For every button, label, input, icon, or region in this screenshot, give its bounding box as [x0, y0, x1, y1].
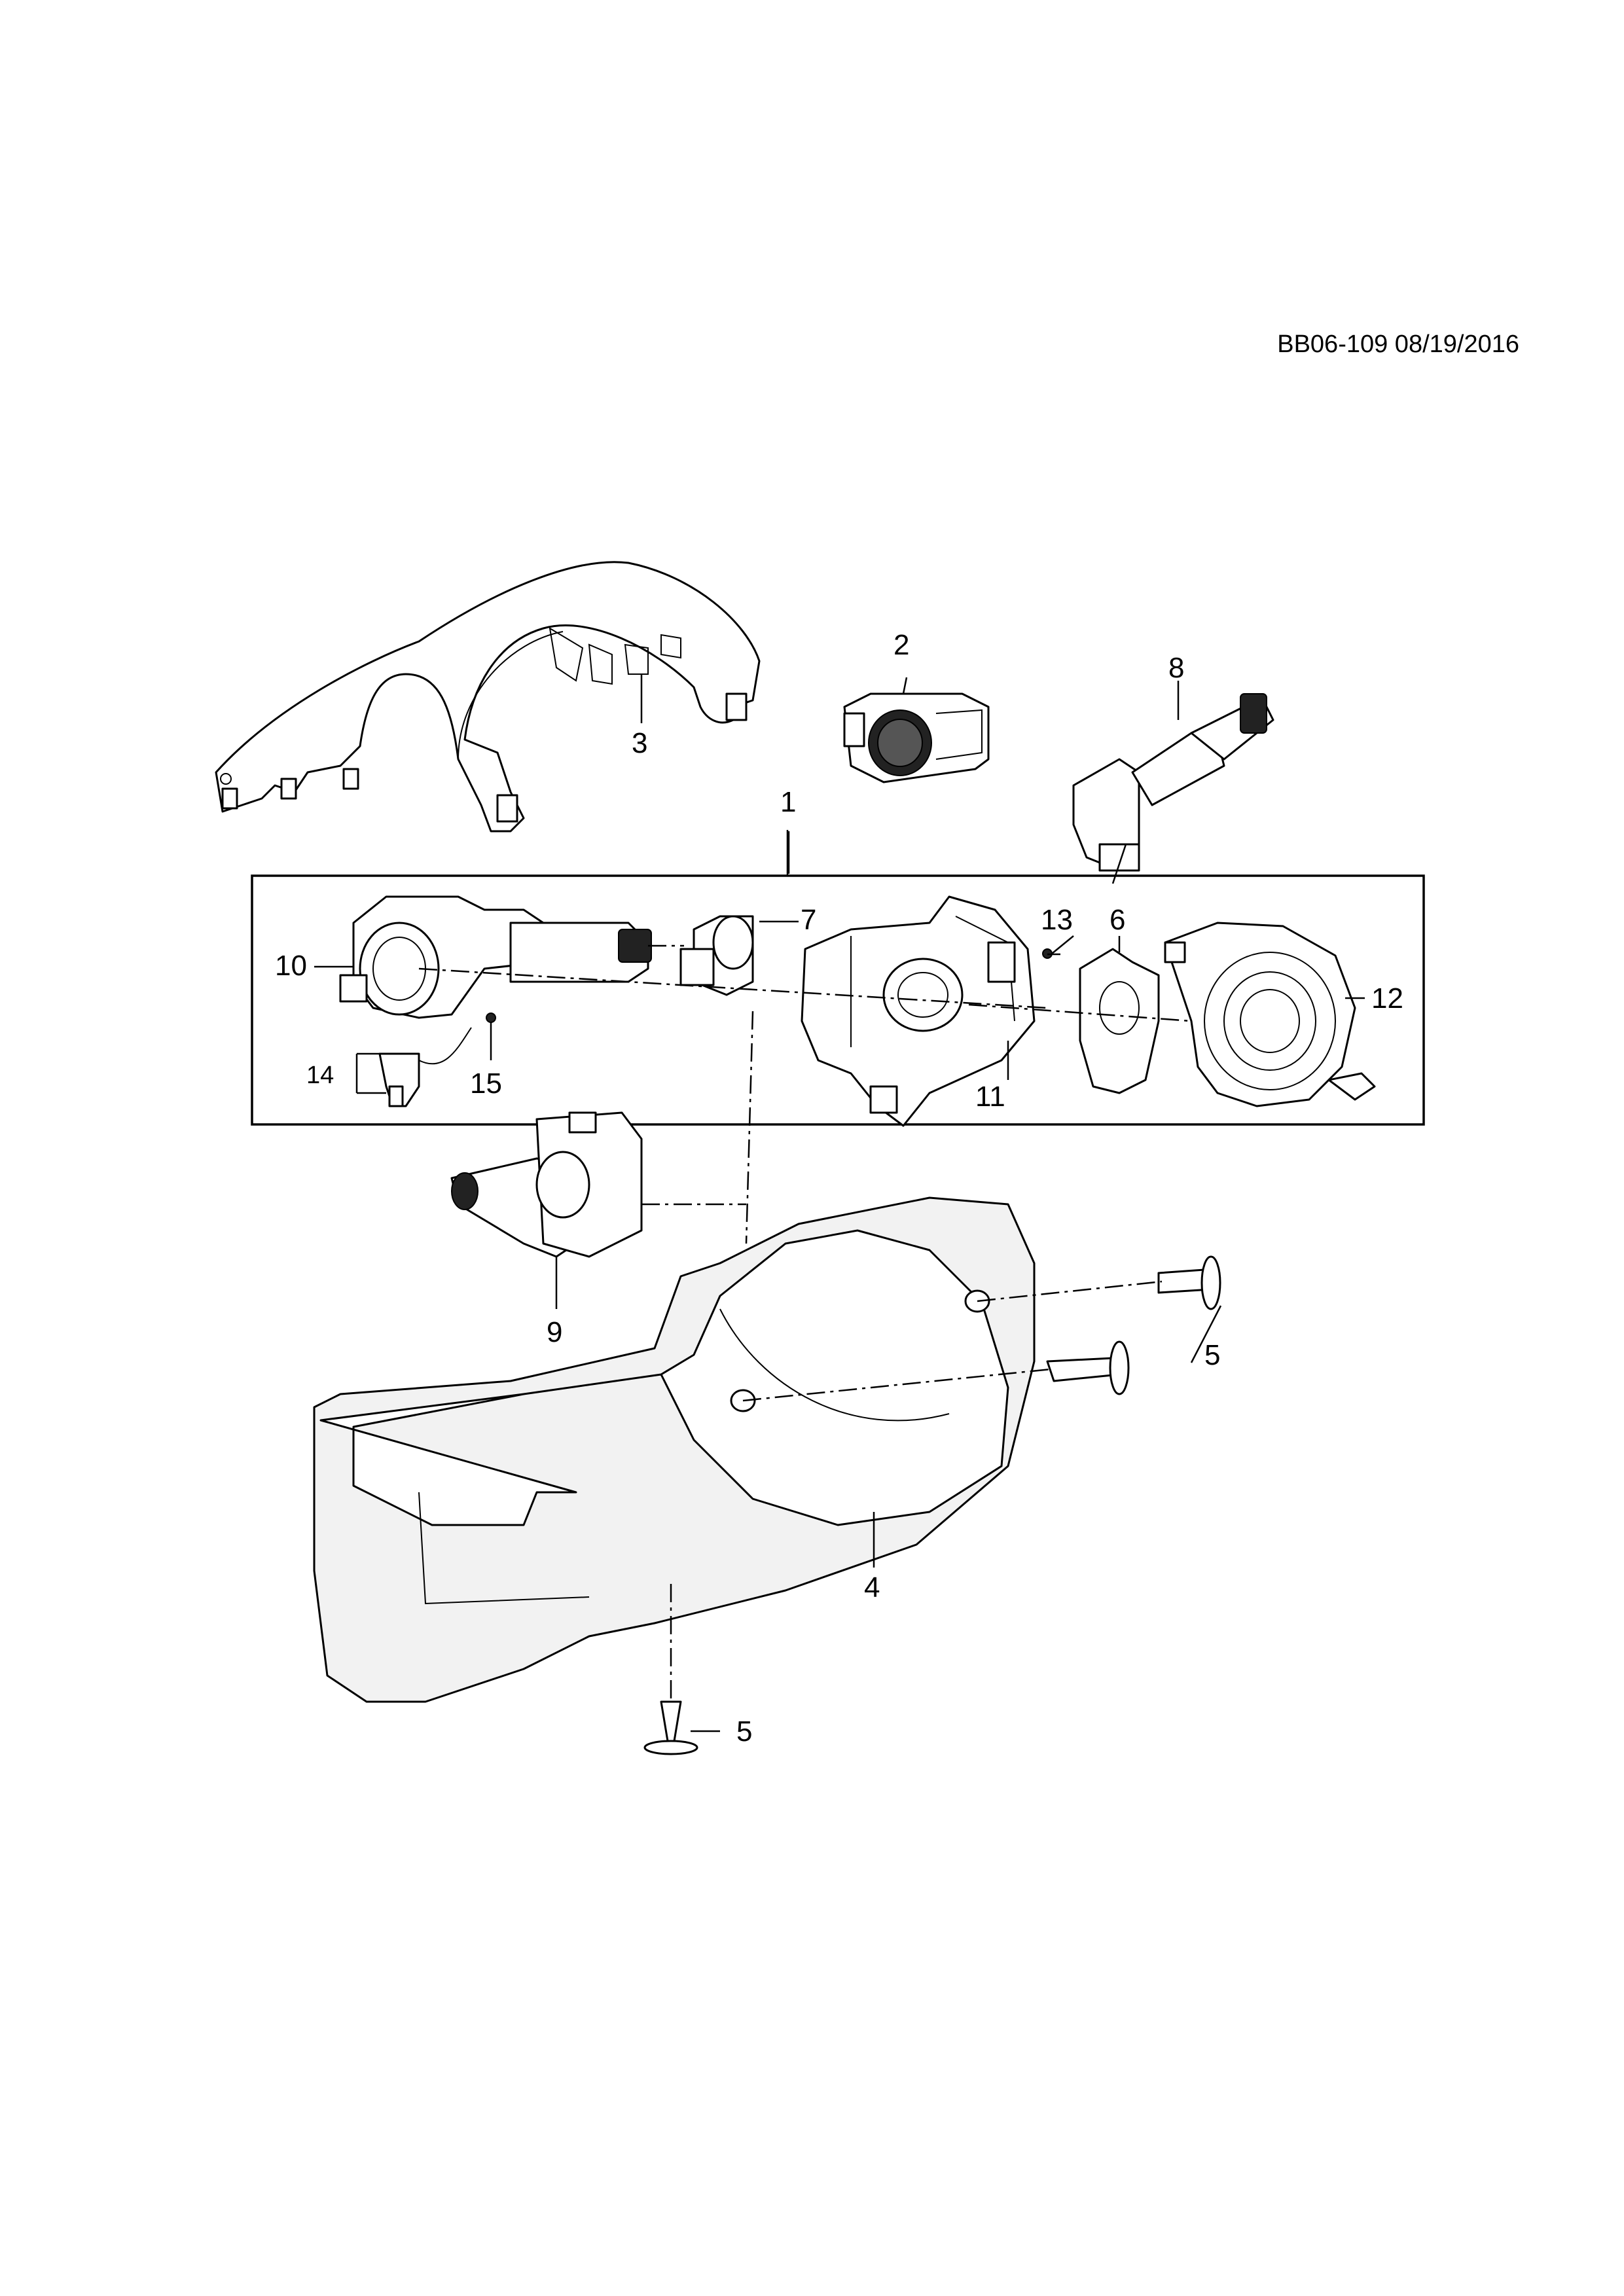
- wiper-switch-lever: [1072, 693, 1274, 884]
- callout-8: 8: [1168, 652, 1184, 684]
- lower-steering-column-cover: [313, 1196, 1036, 1703]
- ignition-lock-housing: [339, 895, 652, 1019]
- cover-screw-middle: [1046, 1340, 1130, 1395]
- lock-cylinder-ring: [679, 915, 754, 996]
- upper-steering-column-cover: [215, 561, 761, 833]
- turn-signal-switch: [450, 1111, 643, 1309]
- callout-11: 11: [975, 1081, 1005, 1113]
- callout-1: 1: [780, 786, 796, 818]
- assembly-frame: [251, 874, 1425, 1126]
- clip-plate: [1079, 948, 1160, 1094]
- callout-10: 10: [275, 950, 307, 982]
- callout-14: 14: [306, 1062, 334, 1089]
- callout-7: 7: [801, 904, 816, 936]
- callout-2: 2: [893, 629, 909, 661]
- steering-lock-housing: [801, 895, 1036, 1127]
- callout-5-upper: 5: [1204, 1339, 1220, 1371]
- callout-12: 12: [1371, 982, 1403, 1014]
- cover-screw-upper: [1157, 1255, 1221, 1310]
- leader-lines: [314, 674, 1365, 1732]
- clock-spring: [1164, 922, 1376, 1107]
- document-id: BB06-109 08/19/2016: [1277, 331, 1519, 358]
- sensor-with-bracket: [355, 1027, 472, 1107]
- callout-3: 3: [632, 727, 647, 759]
- alignment-lines: [418, 944, 1192, 1702]
- callout-9: 9: [547, 1316, 562, 1348]
- callout-5-lower: 5: [736, 1715, 752, 1748]
- callout-13: 13: [1041, 904, 1073, 936]
- callout-15: 15: [470, 1067, 502, 1100]
- callout-4: 4: [864, 1571, 880, 1604]
- callout-6: 6: [1110, 904, 1125, 936]
- sensor-screw: [486, 1013, 496, 1060]
- callout-labels: 1 2 3 4 5 5 6 7 8 9 10 11 12 13 14 15: [275, 629, 1403, 1748]
- engine-start-stop-switch: [843, 692, 990, 783]
- cover-screw-lower: [643, 1700, 698, 1755]
